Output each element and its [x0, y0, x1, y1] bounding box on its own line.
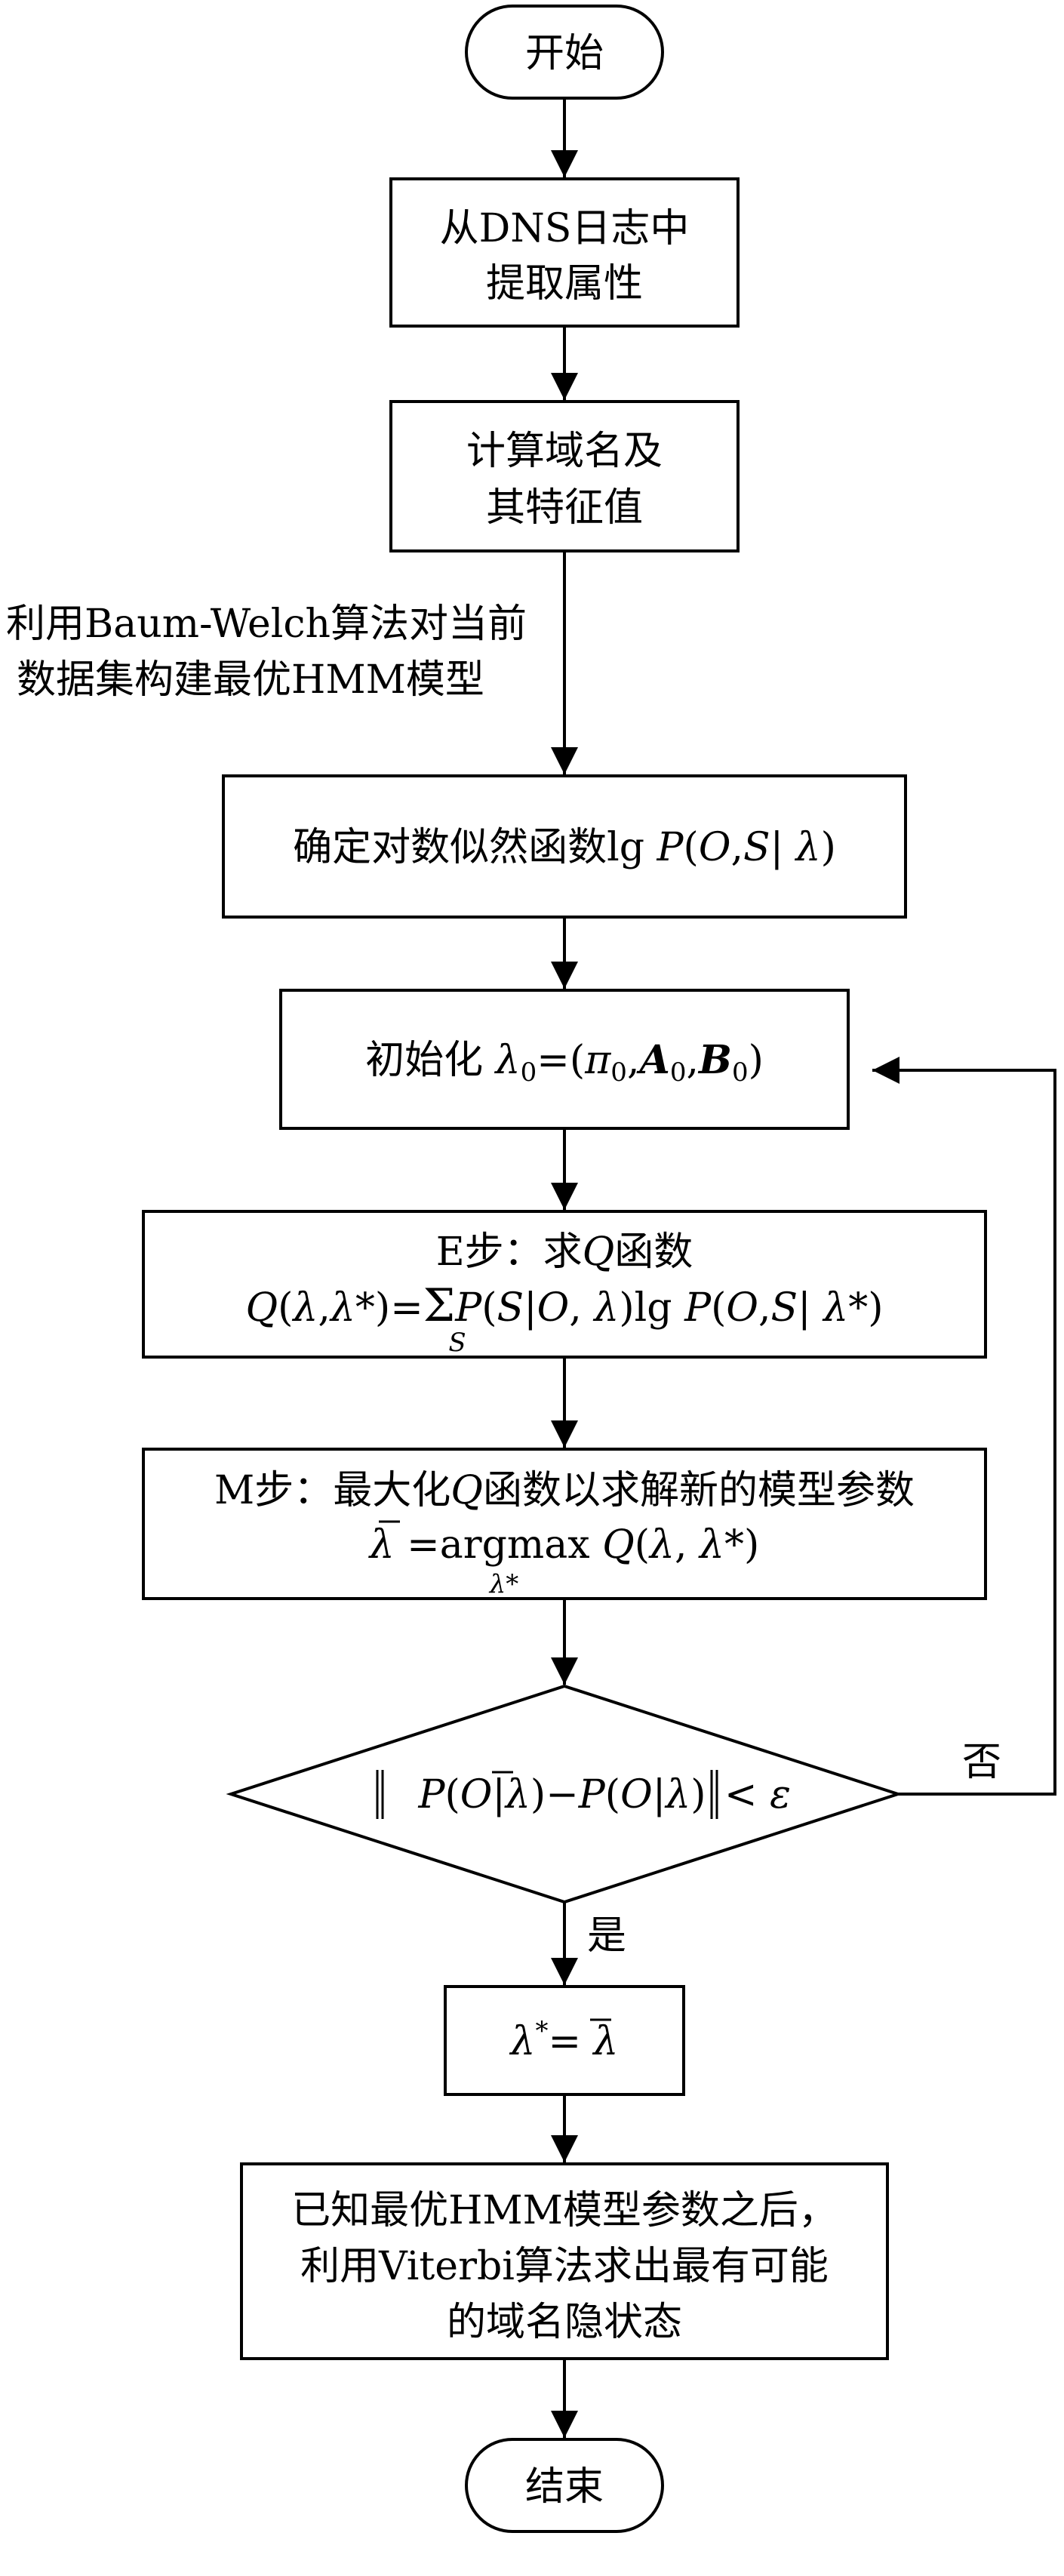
edge-label-baum-welch-line2: 数据集构建最优HMM模型 — [17, 657, 484, 703]
viterbi-line2: 利用Viterbi算法求出最有可能 — [300, 2244, 829, 2289]
viterbi-node: 已知最优HMM模型参数之后， 利用Viterbi算法求出最有可能 的域名隐状态 — [240, 2162, 889, 2360]
compute-node: 计算域名及 其特征值 — [389, 400, 740, 552]
loglik-node: 确定对数似然函数lg P(O,S| λ) — [222, 774, 907, 919]
estep-node: E步：求Q函数 Q(λ,λ*)=ΣP(S|O, λ)lg P(O,S| λ*) … — [142, 1210, 987, 1359]
estep-formula: Q(λ,λ*)=ΣP(S|O, λ)lg P(O,S| λ*) — [246, 1279, 884, 1332]
start-label: 开始 — [525, 31, 604, 76]
estep-title: E步：求Q函数 — [436, 1230, 693, 1275]
init-node: 初始化 λ0=(π0,A0,B0) — [279, 989, 850, 1130]
start-node: 开始 — [465, 5, 664, 100]
end-label: 结束 — [525, 2464, 604, 2510]
compute-line2: 其特征值 — [486, 485, 643, 531]
init-prefix: 初始化 — [365, 1038, 496, 1083]
edge-label-baum-welch-line1: 利用Baum-Welch算法对当前 — [6, 602, 527, 647]
decision-node: P(O|λ)−P(O|λ) < ε — [226, 1684, 903, 1904]
assign-node: λ*= λ — [444, 1985, 685, 2096]
extract-line2: 提取属性 — [486, 261, 643, 306]
extract-line1: 从DNS日志中 — [440, 206, 690, 251]
edge-label-yes: 是 — [587, 1913, 626, 1959]
mstep-title: M步：最大化Q函数以求解新的模型参数 — [214, 1468, 915, 1513]
viterbi-line3: 的域名隐状态 — [447, 2300, 682, 2345]
edge-decision-no-loop — [872, 1057, 1056, 1796]
viterbi-line1: 已知最优HMM模型参数之后， — [291, 2188, 838, 2233]
edges — [551, 98, 1056, 2438]
end-node: 结束 — [465, 2438, 664, 2533]
mstep-node: M步：最大化Q函数以求解新的模型参数 λ =argmax Q(λ, λ*) λ* — [142, 1448, 987, 1600]
edge-label-no: 否 — [962, 1740, 1001, 1785]
compute-line1: 计算域名及 — [466, 429, 663, 474]
extract-node: 从DNS日志中 提取属性 — [389, 177, 740, 328]
estep-sum-index: S — [448, 1328, 466, 1358]
mstep-formula: λ =argmax Q(λ, λ*) — [368, 1522, 760, 1568]
decision-formula: P(O|λ)−P(O|λ) — [417, 1772, 706, 1817]
loglik-text: 确定对数似然函数lg P(O,S| λ) — [293, 825, 836, 870]
mstep-argmax-index: λ* — [488, 1569, 519, 1599]
init-text: 初始化 λ0=(π0,A0,B0) — [365, 1037, 764, 1088]
assign-formula: λ*= λ — [509, 2016, 618, 2064]
loglik-prefix: 确定对数似然函数lg — [293, 825, 657, 870]
decision-threshold: < ε — [724, 1772, 791, 1817]
